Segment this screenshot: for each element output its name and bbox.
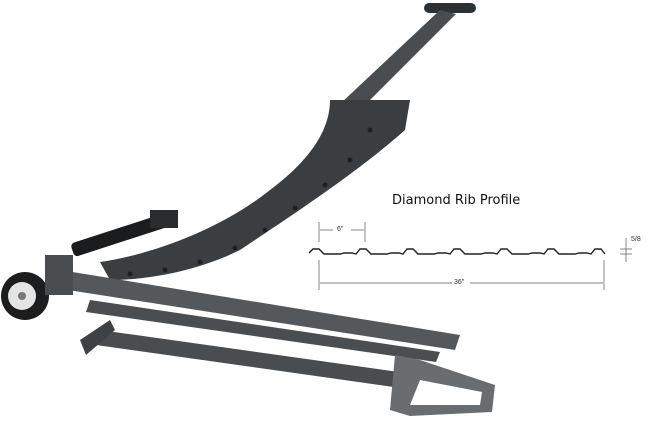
rib-profile-line: [308, 248, 606, 255]
rib-height-label: 5/8: [631, 236, 641, 243]
wheel-bracket: [45, 255, 73, 295]
arm-holes: [127, 127, 373, 277]
profile-title: Diamond Rib Profile: [392, 193, 521, 208]
base-bar: [96, 330, 420, 390]
spring: [71, 213, 169, 257]
handle-bar: [340, 10, 456, 110]
spring-bracket: [150, 210, 178, 228]
front-frame: [390, 355, 495, 416]
dimension-lines: [318, 222, 632, 290]
panel-width-label: 36": [454, 279, 465, 286]
top-rail: [55, 270, 460, 350]
curved-arm: [100, 100, 410, 280]
handle-grip: [424, 3, 476, 13]
lower-rail: [86, 300, 440, 362]
rib-spacing-label: 6": [337, 226, 344, 233]
base-foot: [80, 320, 115, 355]
